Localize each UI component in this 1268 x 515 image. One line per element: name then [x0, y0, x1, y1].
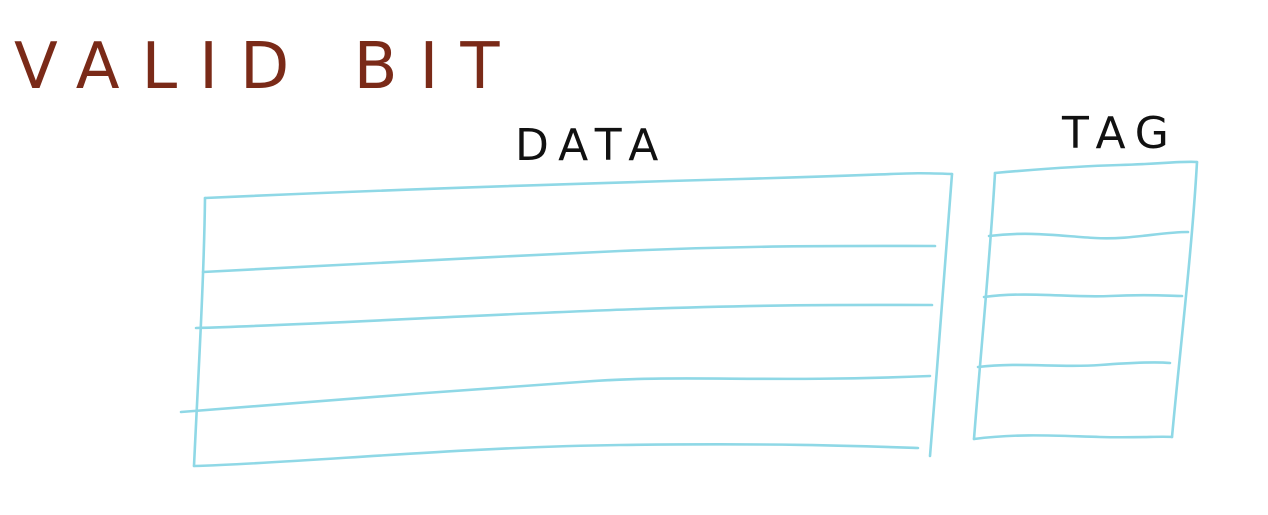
- tag-table-top-edge: [993, 160, 1199, 175]
- title-valid-bit: VALID BIT: [14, 30, 522, 104]
- data-table-bottom-edge: [192, 443, 920, 468]
- tag-table: [972, 160, 1199, 441]
- tag-row-divider-1: [987, 230, 1190, 240]
- tag-table-bottom-edge: [972, 434, 1174, 441]
- tag-table-left-edge: [972, 171, 997, 441]
- tag-label: TAG: [1061, 108, 1179, 159]
- data-row-divider-1: [201, 244, 937, 274]
- data-row-divider-2: [194, 303, 934, 330]
- data-table-left-edge: [192, 196, 207, 468]
- data-table-top-edge: [203, 171, 954, 200]
- data-label: DATA: [515, 120, 668, 171]
- data-table-right-edge: [928, 172, 954, 458]
- tag-table-right-edge: [1170, 160, 1199, 439]
- tag-row-divider-3: [976, 361, 1172, 369]
- data-row-divider-3: [179, 374, 932, 414]
- data-table: [179, 171, 954, 468]
- tag-row-divider-2: [982, 293, 1184, 299]
